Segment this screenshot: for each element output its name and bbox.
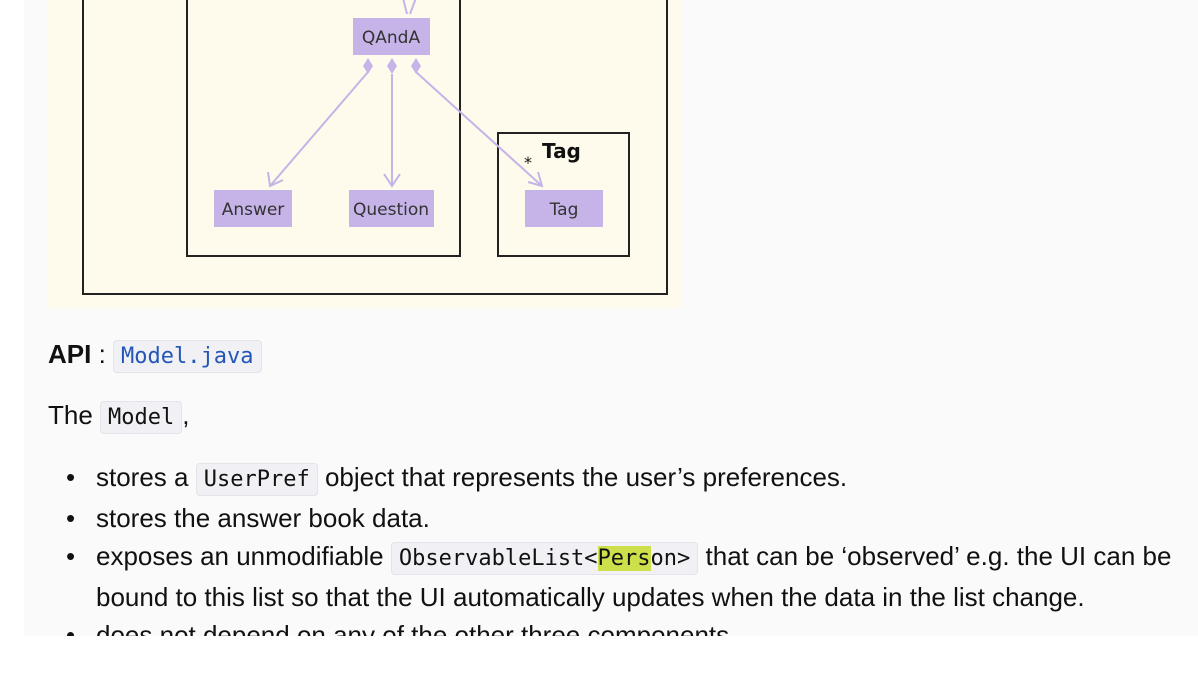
class-question-label: Question xyxy=(353,200,429,220)
class-question xyxy=(349,190,434,227)
model-class-diagram: QAndA Answer Question Tag Tag * xyxy=(48,0,682,308)
bullet-text: exposes an unmodifiable xyxy=(96,541,384,571)
class-qanda-label: QAndA xyxy=(362,28,421,48)
userpref-code: UserPref xyxy=(195,463,318,496)
api-line: API : Model.java xyxy=(48,337,262,374)
composition-diamond-tag xyxy=(411,58,421,74)
diagram-svg: QAndA Answer Question Tag Tag * xyxy=(82,0,668,295)
assoc-answer-line xyxy=(269,71,369,187)
multiplicity-star: * xyxy=(524,153,532,172)
tag-package-title: Tag xyxy=(542,139,581,163)
search-highlight: Pers xyxy=(597,546,651,571)
bullet-icon: • xyxy=(66,462,76,492)
composition-diamond-question xyxy=(387,58,397,74)
api-label: API xyxy=(48,339,92,369)
bullet-icon: • xyxy=(66,503,76,533)
bullet-text: does not depend on any of the other thre… xyxy=(96,620,737,636)
model-responsibilities-list: • stores a UserPref object that represen… xyxy=(48,458,1188,636)
bullet-icon: • xyxy=(66,620,76,636)
outer-package-box xyxy=(82,0,668,295)
bullet-text: that can be ‘observed’ e.g. the UI can b… xyxy=(96,541,1172,612)
model-code: Model xyxy=(100,401,183,434)
model-java-link[interactable]: Model.java xyxy=(113,339,262,373)
assoc-tag-line xyxy=(415,71,543,187)
class-answer-label: Answer xyxy=(222,200,285,220)
class-answer xyxy=(214,190,292,227)
bullet-text: stores the answer book data. xyxy=(96,503,430,533)
code-part: ObservableList< xyxy=(398,546,598,571)
list-item: • does not depend on any of the other th… xyxy=(48,616,1188,636)
class-qanda xyxy=(353,18,430,55)
bullet-text: object that represents the user’s prefer… xyxy=(324,462,848,492)
list-item: • exposes an unmodifiable ObservableList… xyxy=(48,537,1188,616)
inner-package-box xyxy=(186,0,461,257)
observablelist-code: ObservableList<Person> xyxy=(390,542,699,575)
tag-package-box xyxy=(497,132,630,257)
content-panel: QAndA Answer Question Tag Tag * xyxy=(24,0,1198,636)
class-tag xyxy=(525,190,603,227)
model-intro: The Model, xyxy=(48,398,190,435)
intro-suffix: , xyxy=(182,400,190,430)
composition-diamond-answer xyxy=(363,58,373,74)
code-part: on> xyxy=(650,546,691,571)
api-separator: : xyxy=(98,339,106,369)
list-item: • stores a UserPref object that represen… xyxy=(48,458,1188,499)
model-java-code[interactable]: Model.java xyxy=(113,340,262,373)
class-tag-label: Tag xyxy=(549,200,579,220)
bullet-icon: • xyxy=(66,541,76,571)
list-item: • stores the answer book data. xyxy=(48,499,1188,537)
intro-prefix: The xyxy=(48,400,93,430)
bullet-text: stores a xyxy=(96,462,189,492)
